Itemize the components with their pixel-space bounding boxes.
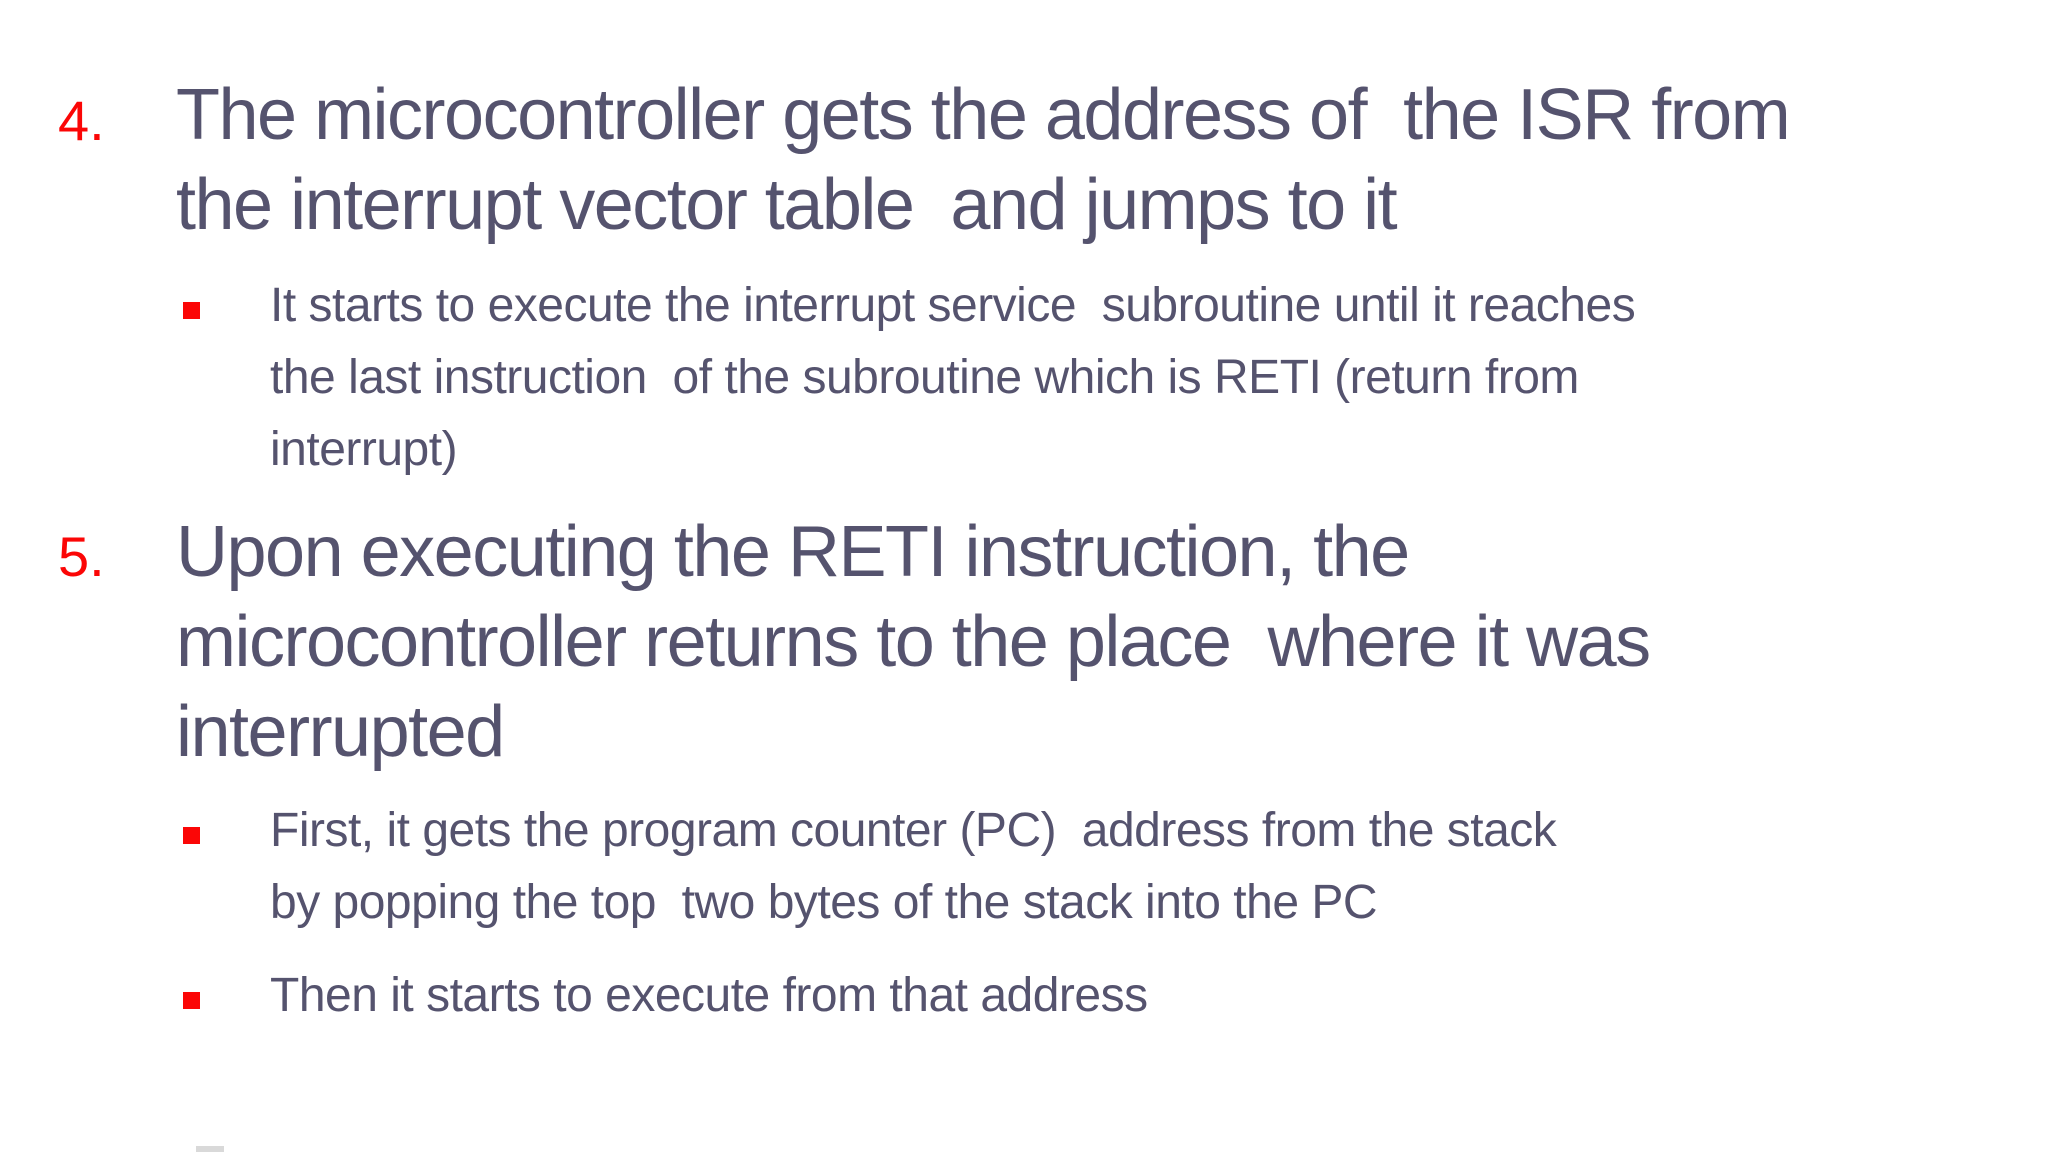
red-square-bullet-icon [183, 827, 200, 844]
list-item-5-line-1: Upon executing the RETI instruction, the [176, 512, 1410, 592]
bottom-edge-artifact [196, 1146, 224, 1152]
list-item-5-line-2: microcontroller returns to the place whe… [176, 602, 1651, 682]
list-number-5: 5. [58, 525, 105, 588]
sub-bullet-4a-text: It starts to execute the interrupt servi… [270, 270, 2048, 486]
red-square-bullet-icon [183, 992, 200, 1009]
sub-bullet-5a-text: First, it gets the program counter (PC) … [270, 795, 2048, 939]
sub-bullet-5a-line-1: First, it gets the program counter (PC) … [270, 804, 1557, 857]
sub-bullet-5b-line-1: Then it starts to execute from that addr… [270, 969, 1148, 1022]
sub-bullet-4a-line-1: It starts to execute the interrupt servi… [270, 279, 1636, 332]
sub-bullet-4a-line-3: interrupt) [270, 423, 458, 476]
list-item-5-line-3: interrupted [176, 692, 505, 772]
sub-bullet-4a-line-2: the last instruction of the subroutine w… [270, 351, 1579, 404]
sub-bullet-5b-text: Then it starts to execute from that addr… [270, 960, 2048, 1032]
red-square-bullet-icon [183, 302, 200, 319]
sub-bullet-5a-line-2: by popping the top two bytes of the stac… [270, 876, 1378, 929]
list-number-4: 4. [58, 89, 105, 152]
list-item-4-line-1: The microcontroller gets the address of … [176, 75, 1791, 155]
list-item-5-text: Upon executing the RETI instruction, the… [176, 507, 2016, 777]
list-item-4-line-2: the interrupt vector table and jumps to … [176, 165, 1398, 245]
list-item-4-text: The microcontroller gets the address of … [176, 70, 2016, 250]
